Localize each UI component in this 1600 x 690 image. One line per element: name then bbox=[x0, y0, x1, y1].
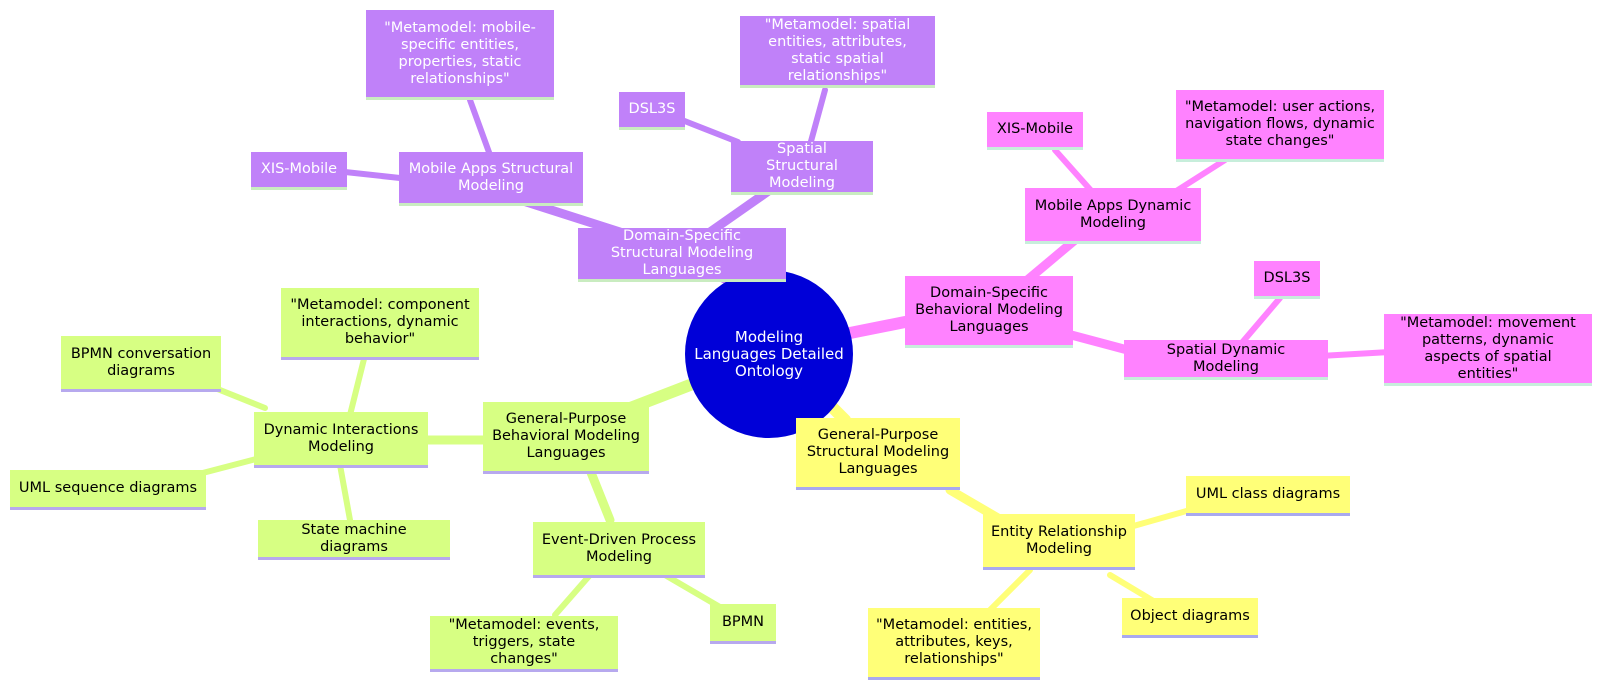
node-general-behavioral: General-Purpose Behavioral Modeling Lang… bbox=[483, 402, 649, 474]
node-mobile-structural-xis: XIS-Mobile bbox=[251, 152, 347, 190]
node-mobile-dynamic-xis-label: XIS-Mobile bbox=[996, 121, 1074, 137]
root-node: Modeling Languages Detailed Ontology bbox=[685, 270, 853, 438]
node-event-driven-metamodel-label: "Metamodel: events, triggers, state chan… bbox=[448, 617, 600, 667]
node-mobile-dynamic-metamodel: "Metamodel: user actions, navigation flo… bbox=[1176, 90, 1384, 162]
node-domain-structural-label: Domain-Specific Structural Modeling Lang… bbox=[610, 228, 754, 278]
edge-er-metamodel bbox=[987, 567, 1033, 613]
edge-root-domain-behavioral bbox=[834, 316, 911, 341]
edge-mobile-dyn-xis bbox=[1052, 147, 1098, 198]
root-label: Modeling Languages Detailed Ontology bbox=[694, 327, 844, 380]
node-domain-behavioral: Domain-Specific Behavioral Modeling Lang… bbox=[905, 276, 1073, 348]
node-uml-class-label: UML class diagrams bbox=[1195, 486, 1341, 502]
node-spatial-dynamic: Spatial Dynamic Modeling bbox=[1124, 340, 1328, 380]
edge-gb-event-driven bbox=[585, 465, 615, 525]
node-domain-structural: Domain-Specific Structural Modeling Lang… bbox=[578, 228, 786, 282]
node-object-diagrams: Object diagrams bbox=[1122, 598, 1258, 638]
edge-mobile-struct-metamodel bbox=[467, 97, 493, 158]
node-bpmn-label: BPMN bbox=[721, 614, 765, 630]
node-uml-sequence: UML sequence diagrams bbox=[10, 470, 206, 510]
node-state-machine: State machine diagrams bbox=[258, 520, 450, 560]
edge-event-driven-metamodel bbox=[552, 572, 593, 618]
node-entity-relationship-label: Entity Relationship Modeling bbox=[991, 523, 1127, 557]
node-mobile-dynamic-metamodel-label: "Metamodel: user actions, navigation flo… bbox=[1184, 99, 1376, 149]
node-uml-class: UML class diagrams bbox=[1186, 476, 1350, 516]
node-spatial-structural-metamodel: "Metamodel: spatial entities, attributes… bbox=[740, 16, 935, 88]
node-dynamic-interactions: Dynamic Interactions Modeling bbox=[254, 412, 428, 468]
edge-er-uml-class bbox=[1127, 507, 1193, 530]
node-spatial-structural-label: Spatial Structural Modeling bbox=[766, 141, 838, 191]
node-mobile-structural-metamodel: "Metamodel: mobile-specific entities, pr… bbox=[366, 10, 554, 100]
node-state-machine-label: State machine diagrams bbox=[301, 521, 407, 555]
node-spatial-structural-dsl3s-label: DSL3S bbox=[628, 101, 676, 117]
edge-db-mobile bbox=[1020, 235, 1080, 287]
node-spatial-dynamic-label: Spatial Dynamic Modeling bbox=[1166, 341, 1286, 375]
node-bpmn: BPMN bbox=[710, 604, 776, 644]
edge-spatial-dyn-metamodel bbox=[1317, 349, 1393, 359]
edge-spatial-dyn-dsl3s bbox=[1237, 295, 1283, 348]
node-general-structural: General-Purpose Structural Modeling Lang… bbox=[796, 418, 960, 490]
node-event-driven-metamodel: "Metamodel: events, triggers, state chan… bbox=[430, 616, 618, 672]
node-mobile-structural: Mobile Apps Structural Modeling bbox=[399, 152, 583, 206]
node-er-metamodel: "Metamodel: entities, attributes, keys, … bbox=[868, 608, 1040, 680]
node-event-driven: Event-Driven Process Modeling bbox=[533, 522, 705, 578]
node-interactions-metamodel: "Metamodel: component interactions, dyna… bbox=[281, 288, 479, 360]
node-mobile-dynamic-xis: XIS-Mobile bbox=[987, 112, 1083, 150]
node-domain-behavioral-label: Domain-Specific Behavioral Modeling Lang… bbox=[915, 285, 1063, 335]
node-spatial-structural-dsl3s: DSL3S bbox=[619, 92, 685, 130]
node-mobile-structural-metamodel-label: "Metamodel: mobile-specific entities, pr… bbox=[384, 19, 536, 87]
node-mobile-dynamic-label: Mobile Apps Dynamic Modeling bbox=[1034, 197, 1192, 231]
edge-spatial-struct-metamodel bbox=[807, 87, 828, 148]
node-mobile-structural-label: Mobile Apps Structural Modeling bbox=[408, 160, 574, 194]
edge-mobile-struct-xis bbox=[342, 169, 403, 181]
edge-ds-spatial bbox=[705, 185, 775, 237]
node-event-driven-label: Event-Driven Process Modeling bbox=[541, 531, 697, 565]
edge-spatial-struct-dsl3s bbox=[679, 117, 741, 145]
node-mobile-dynamic: Mobile Apps Dynamic Modeling bbox=[1025, 188, 1201, 244]
node-bpmn-conversation-label: BPMN conversation diagrams bbox=[70, 345, 212, 379]
node-spatial-dynamic-metamodel: "Metamodel: movement patterns, dynamic a… bbox=[1384, 314, 1592, 386]
node-general-behavioral-label: General-Purpose Behavioral Modeling Lang… bbox=[492, 411, 640, 461]
edge-interactions-metamodel bbox=[347, 352, 368, 418]
node-object-diagrams-label: Object diagrams bbox=[1130, 608, 1250, 624]
node-dynamic-interactions-label: Dynamic Interactions Modeling bbox=[263, 421, 419, 455]
node-bpmn-conversation: BPMN conversation diagrams bbox=[61, 336, 221, 392]
node-general-structural-label: General-Purpose Structural Modeling Lang… bbox=[806, 427, 950, 477]
node-uml-sequence-label: UML sequence diagrams bbox=[18, 480, 198, 496]
node-spatial-dynamic-metamodel-label: "Metamodel: movement patterns, dynamic a… bbox=[1400, 314, 1576, 382]
node-spatial-dynamic-dsl3s: DSL3S bbox=[1254, 261, 1320, 299]
node-mobile-structural-xis-label: XIS-Mobile bbox=[260, 161, 338, 177]
node-interactions-metamodel-label: "Metamodel: component interactions, dyna… bbox=[290, 297, 470, 347]
node-spatial-structural-metamodel-label: "Metamodel: spatial entities, attributes… bbox=[764, 16, 911, 84]
node-spatial-dynamic-dsl3s-label: DSL3S bbox=[1263, 270, 1311, 286]
node-er-metamodel-label: "Metamodel: entities, attributes, keys, … bbox=[876, 617, 1032, 667]
edge-interactions-state bbox=[337, 462, 353, 523]
node-spatial-structural: Spatial Structural Modeling bbox=[731, 141, 873, 195]
node-entity-relationship: Entity Relationship Modeling bbox=[983, 514, 1135, 570]
